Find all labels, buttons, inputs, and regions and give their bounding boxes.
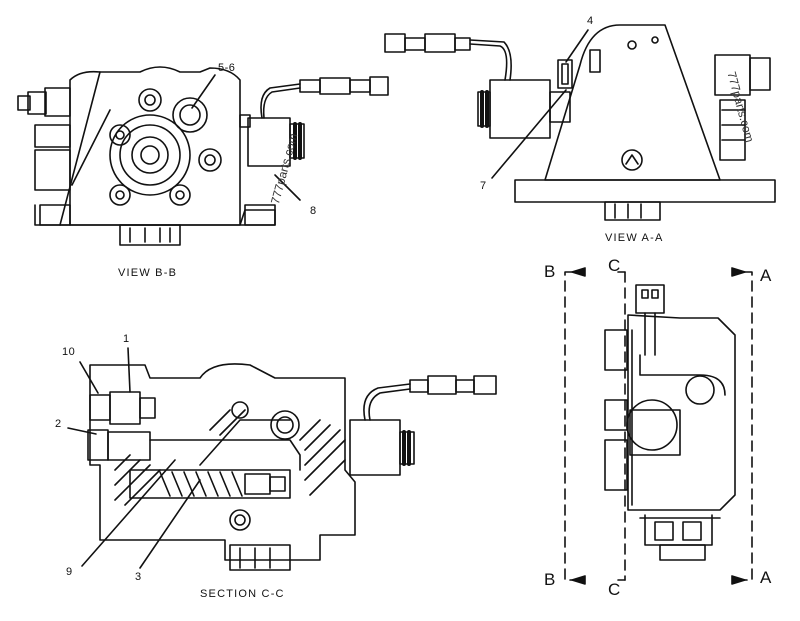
view-bb-drawing	[17, 66, 389, 246]
section-cc-drawing	[67, 347, 497, 571]
callout-10: 10	[62, 346, 76, 358]
caption-section-cc: SECTION C-C	[200, 588, 285, 600]
callout-9: 9	[66, 566, 73, 578]
section-mark-a-top: A	[760, 266, 772, 285]
caption-view-bb: VIEW B-B	[118, 267, 178, 279]
section-mark-b-bottom: B	[544, 570, 556, 589]
callout-2: 2	[55, 418, 62, 430]
caption-view-aa: VIEW A-A	[605, 232, 664, 244]
callout-5-6: 5-6	[218, 62, 236, 74]
section-mark-b-top: B	[544, 262, 556, 281]
callout-4: 4	[587, 15, 594, 27]
section-mark-a-bottom: A	[760, 568, 772, 587]
side-view-drawing	[564, 267, 753, 585]
callout-7: 7	[480, 180, 487, 192]
section-mark-c-top: C	[608, 256, 621, 275]
callout-3: 3	[135, 571, 142, 583]
view-aa-drawing	[384, 24, 776, 221]
section-mark-c-bottom: C	[608, 580, 621, 599]
callout-8: 8	[310, 205, 317, 217]
callout-1: 1	[123, 333, 130, 345]
